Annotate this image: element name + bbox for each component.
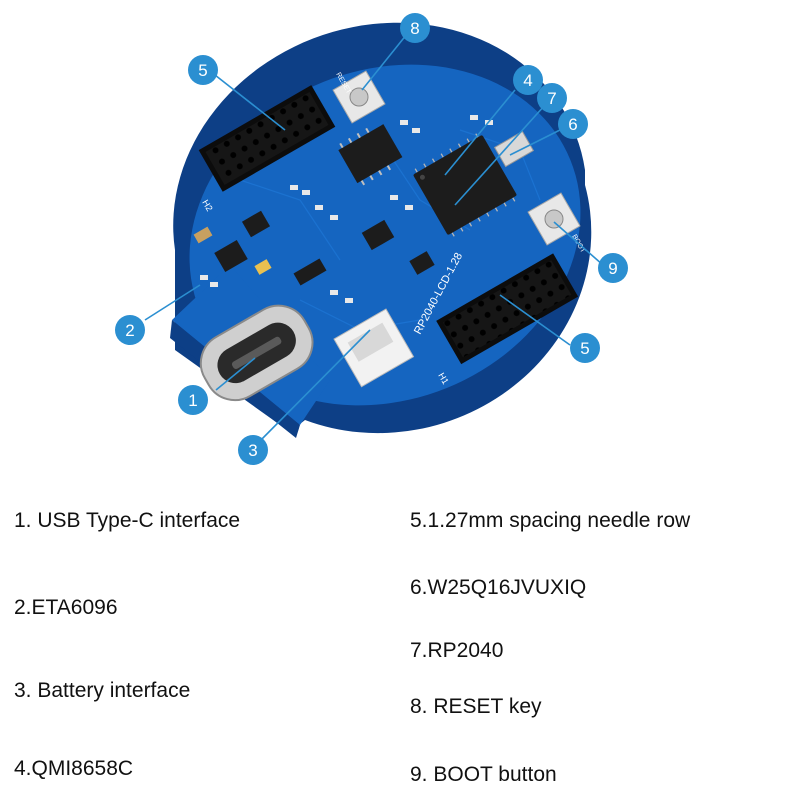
leader-lines [144, 33, 604, 447]
callout-5-lower: 5 [570, 333, 600, 363]
svg-text:1: 1 [188, 391, 197, 410]
legend-item-qmi8658c: 4.QMI8658C [14, 757, 134, 780]
svg-text:5: 5 [580, 339, 589, 358]
svg-text:5: 5 [198, 61, 207, 80]
legend-item-usb-c: 1. USB Type-C interface [14, 509, 241, 532]
svg-text:3: 3 [248, 441, 257, 460]
passive-components [193, 115, 493, 303]
callout-5-upper: 5 [188, 55, 218, 85]
svg-text:2: 2 [125, 321, 134, 340]
reset-button-component [332, 70, 386, 124]
usb-c-connector [199, 304, 314, 402]
callout-6: 6 [558, 109, 588, 139]
svg-text:7: 7 [547, 89, 556, 108]
legend-item-reset: 8. RESET key [410, 695, 542, 718]
regulator [293, 258, 327, 286]
legend-item-eta6096: 2.ETA6096 [14, 596, 118, 619]
imu-chip [361, 219, 395, 251]
board-h2-label: H2 [200, 198, 214, 213]
callout-2: 2 [115, 315, 145, 345]
svg-text:9: 9 [608, 259, 617, 278]
boot-button-component [527, 192, 581, 246]
header-h1 [436, 253, 579, 365]
legend-item-boot: 9. BOOT button [410, 763, 557, 786]
callout-3: 3 [238, 435, 268, 465]
board-h1-label: H1 [436, 371, 450, 386]
svg-text:6: 6 [568, 115, 577, 134]
legend-item-rp2040: 7.RP2040 [410, 639, 504, 662]
callout-1: 1 [178, 385, 208, 415]
legend-item-header: 5.1.27mm spacing needle row [410, 509, 691, 532]
crystal [493, 130, 535, 168]
flash-chip [338, 124, 403, 186]
small-chip [409, 251, 435, 275]
charger-chip [214, 239, 248, 273]
callout-8: 8 [400, 13, 430, 43]
header-h2 [198, 85, 336, 192]
callout-9: 9 [598, 253, 628, 283]
legend-item-battery: 3. Battery interface [14, 679, 191, 702]
battery-connector [333, 308, 415, 388]
callout-4: 4 [513, 65, 543, 95]
svg-text:4: 4 [523, 71, 532, 90]
svg-text:8: 8 [410, 19, 419, 38]
callout-7: 7 [537, 83, 567, 113]
legend-item-flash: 6.W25Q16JVUXIQ [410, 576, 587, 599]
small-chip [241, 210, 271, 238]
board-diagram: RP2040-LCD-1.28 H1 H2 BOOT RESET 1 2 3 4… [115, 13, 628, 465]
